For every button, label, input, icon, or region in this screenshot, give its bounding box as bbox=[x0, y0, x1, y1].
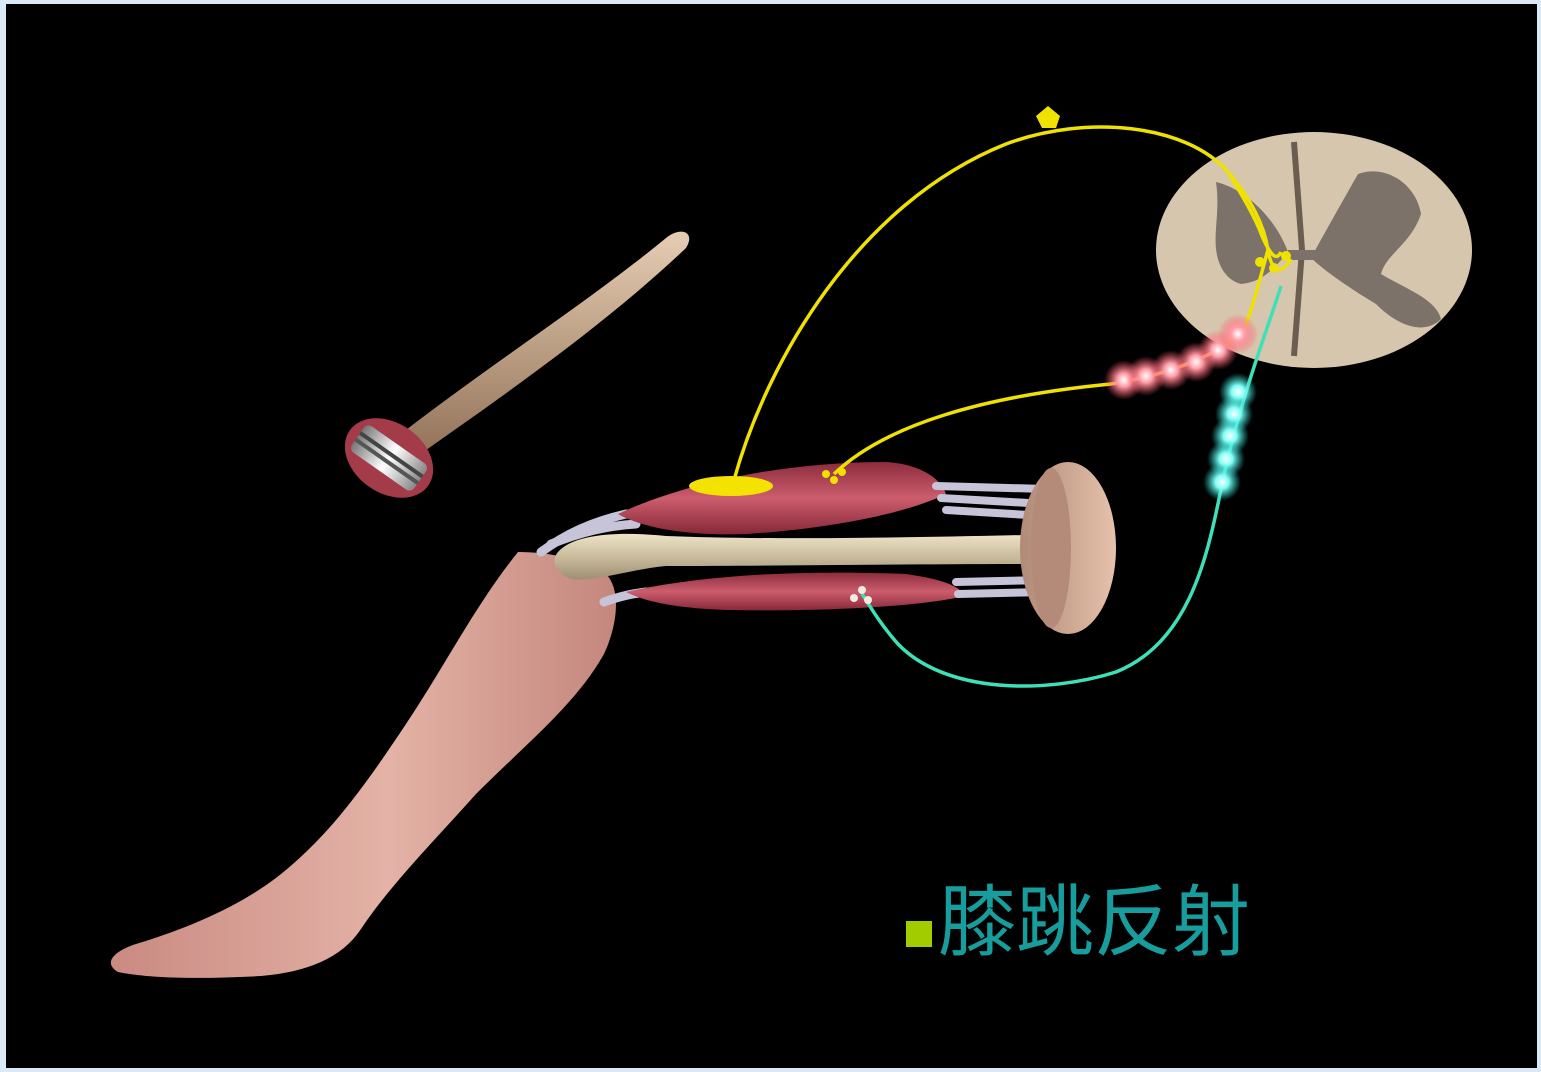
muscle-spindle-receptor bbox=[689, 476, 773, 496]
impulse-bead bbox=[1218, 314, 1258, 354]
leg-icon bbox=[111, 552, 616, 978]
caption-title: 膝跳反射 bbox=[938, 884, 1250, 962]
hip-disc-edge bbox=[1031, 468, 1071, 628]
reflex-hammer-icon bbox=[330, 232, 690, 515]
diagram-frame: 膝跳反射 bbox=[6, 4, 1537, 1068]
hamstring-muscle bbox=[626, 573, 964, 611]
knee-jerk-reflex-diagram bbox=[6, 4, 1537, 1068]
femur-bone bbox=[554, 534, 1066, 580]
quadriceps-muscle bbox=[618, 462, 946, 534]
impulse-bead bbox=[1203, 463, 1241, 501]
caption: 膝跳反射 bbox=[906, 884, 1250, 962]
square-bullet-icon bbox=[906, 921, 932, 947]
spinal-cord-cross-section-icon bbox=[1156, 132, 1472, 368]
motor-impulse-glow bbox=[1203, 373, 1257, 501]
dorsal-root-ganglion bbox=[1036, 106, 1060, 128]
